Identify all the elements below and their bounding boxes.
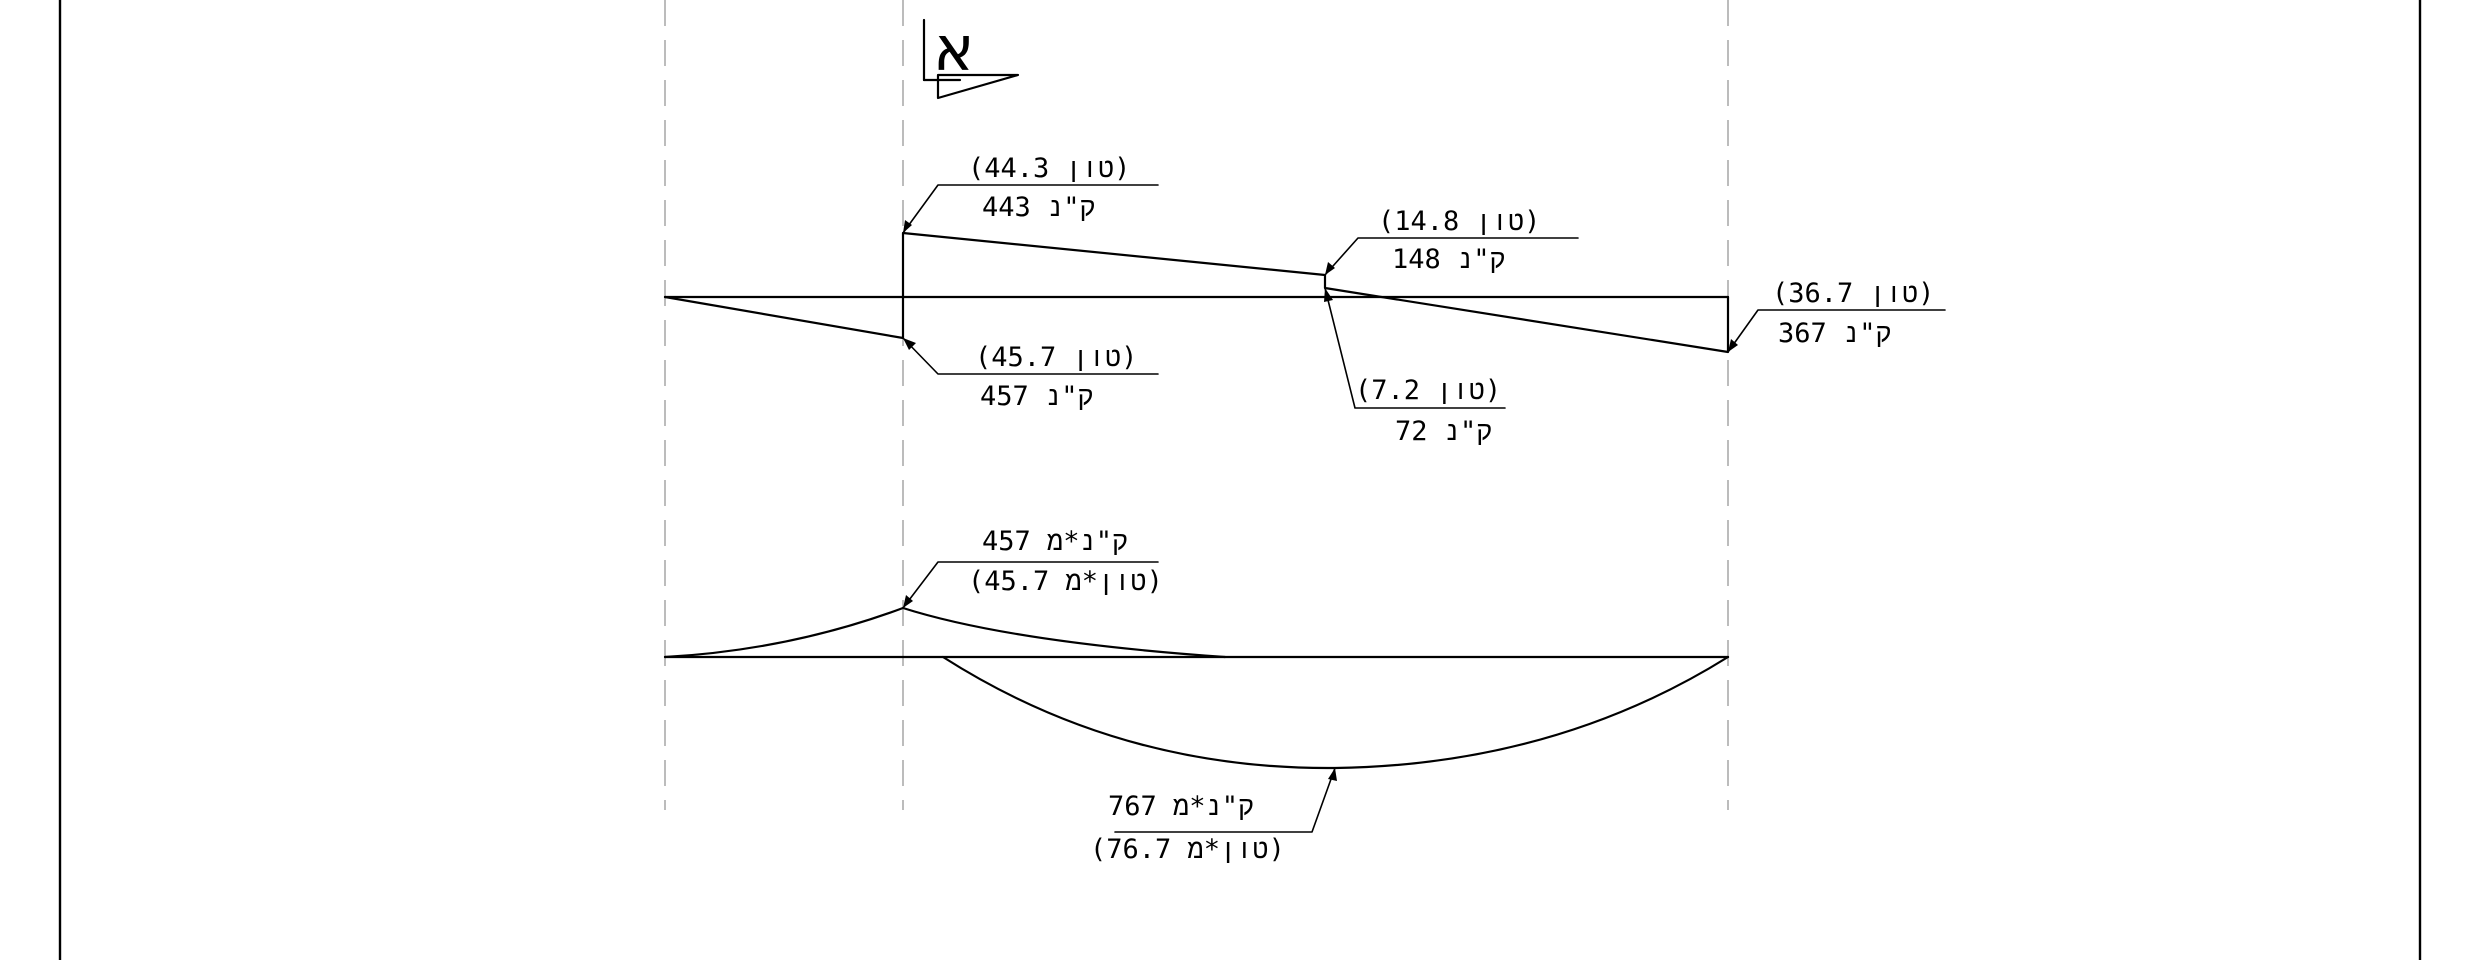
moment-label-midspan-kn: 767 ק"נ*מ (1108, 791, 1254, 822)
section-mark-letter: א (933, 12, 974, 85)
shear-leader-right (1727, 309, 1946, 353)
shear-label-middle-top-ton: (טון 14.8) (1378, 206, 1540, 237)
shear-label-left-bottom-ton: (טון 45.7) (975, 342, 1137, 373)
moment-label-midspan-ton: (טון*מ 76.7) (1090, 834, 1285, 865)
moment-curve-cantilever (663, 606, 905, 659)
moment-leader-support (902, 561, 1159, 609)
shear-label-right-kn: 367 ק"נ (1778, 318, 1892, 349)
moment-label-support-ton: (טון*מ 45.7) (968, 566, 1163, 597)
moment-leader-midspan (1114, 767, 1337, 833)
shear-label-middle-top-kn: 148 ק"נ (1392, 244, 1506, 275)
shear-label-left-top-kn: 443 ק"נ (982, 192, 1096, 223)
moment-curve-span-negative (901, 606, 1227, 659)
bending-moment-diagram (663, 606, 1730, 770)
shear-force-diagram (663, 231, 1730, 354)
shear-leader-middle-bottom (1324, 287, 1506, 409)
moment-label-support-kn: 457 ק"נ*מ (982, 526, 1128, 557)
section-mark: א (922, 12, 1020, 100)
shear-label-left-bottom-kn: 457 ק"נ (980, 381, 1094, 412)
shear-leader-left-bottom (902, 337, 1159, 375)
shear-label-middle-bottom-kn: 72 ק"נ (1395, 416, 1492, 447)
shear-label-middle-bottom-ton: (טון 7.2) (1355, 375, 1501, 406)
shear-leader-left-top (902, 184, 1159, 234)
shear-label-right-ton: (טון 36.7) (1772, 278, 1934, 309)
shear-curve (663, 231, 1730, 354)
shear-leader-middle-top (1324, 237, 1579, 276)
shear-label-left-top-ton: (טון 44.3) (968, 153, 1130, 184)
moment-curve-span-positive (941, 655, 1730, 770)
